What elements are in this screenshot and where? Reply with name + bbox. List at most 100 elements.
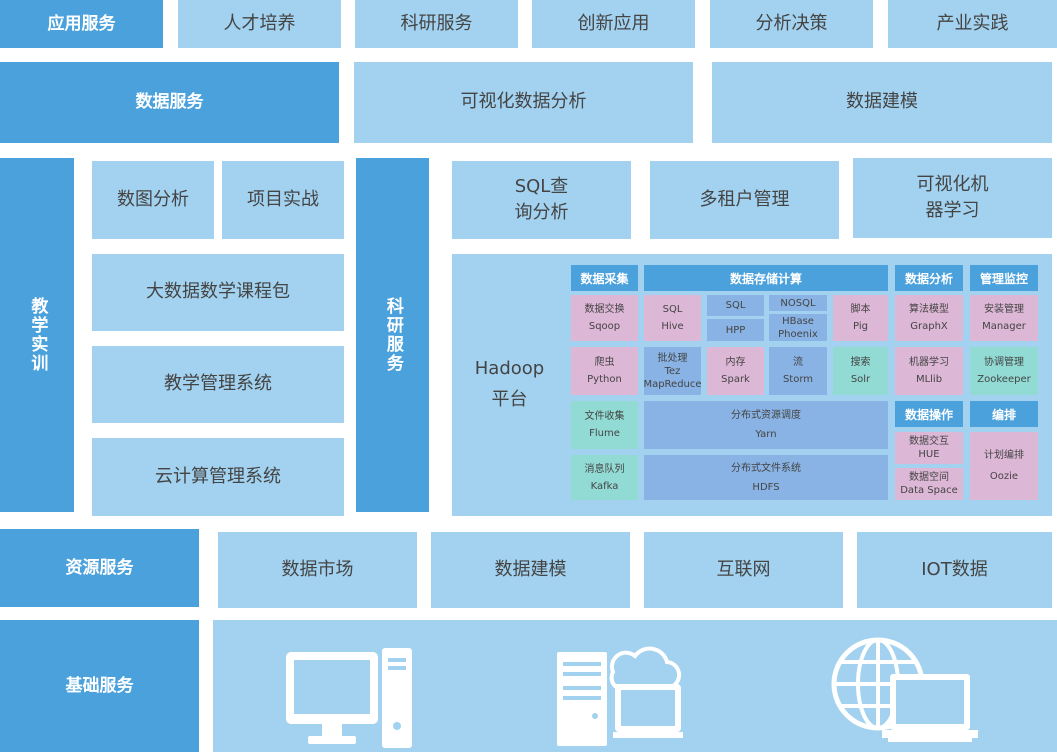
cell-python-en: Python bbox=[587, 374, 622, 385]
app-item-industry[interactable]: 产业实践 bbox=[888, 0, 1057, 48]
cell-yarn[interactable]: 分布式资源调度 Yarn bbox=[644, 401, 888, 449]
cell-hdfs-en: HDFS bbox=[752, 481, 780, 493]
cell-flume-cn: 文件收集 bbox=[584, 411, 625, 422]
data-item-visual-analysis[interactable]: 可视化数据分析 bbox=[354, 62, 693, 143]
research-item-ml[interactable]: 可视化机 器学习 bbox=[853, 158, 1052, 238]
cell-hue-cn: 数据交互 bbox=[909, 436, 949, 447]
cell-nosql-label: NOSQL bbox=[780, 297, 816, 309]
cell-dataspace-cn: 数据空间 bbox=[909, 472, 949, 483]
cell-kafka-en: Kafka bbox=[590, 480, 619, 492]
cell-oozie-en: Oozie bbox=[989, 471, 1019, 482]
header-monitor: 管理监控 bbox=[970, 265, 1038, 291]
teaching-item-management[interactable]: 教学管理系统 bbox=[92, 346, 344, 423]
resource-service-label: 资源服务 bbox=[0, 529, 199, 607]
cell-mllib-cn: 机器学习 bbox=[909, 357, 949, 368]
app-item-talent[interactable]: 人才培养 bbox=[178, 0, 341, 48]
cell-oozie[interactable]: 计划编排 Oozie bbox=[970, 432, 1038, 500]
data-item-modeling[interactable]: 数据建模 bbox=[712, 62, 1052, 143]
cell-manager[interactable]: 安装管理 Manager bbox=[970, 295, 1038, 341]
cell-yarn-cn: 分布式资源调度 bbox=[731, 410, 801, 421]
header-storage: 数据存储计算 bbox=[644, 265, 888, 291]
cell-graphx-en: GraphX bbox=[910, 321, 948, 332]
cell-manager-cn: 安装管理 bbox=[984, 304, 1024, 315]
resource-item-internet[interactable]: 互联网 bbox=[644, 532, 843, 608]
teaching-label: 教学实训 bbox=[0, 158, 74, 512]
cell-kafka-cn: 消息队列 bbox=[584, 463, 625, 475]
app-item-decision[interactable]: 分析决策 bbox=[710, 0, 873, 48]
app-item-research[interactable]: 科研服务 bbox=[355, 0, 518, 48]
cell-tez-en: Tez bbox=[664, 365, 681, 377]
cell-mllib-en: MLlib bbox=[915, 374, 943, 385]
server-cloud-laptop-icon bbox=[557, 646, 683, 746]
research-item-sql[interactable]: SQL查 询分析 bbox=[452, 161, 631, 239]
teaching-item-cloud[interactable]: 云计算管理系统 bbox=[92, 438, 344, 516]
cell-sqoop-en: Sqoop bbox=[588, 321, 621, 332]
header-orchestration: 编排 bbox=[970, 401, 1038, 427]
cell-hive[interactable]: SQL Hive bbox=[644, 295, 701, 341]
cell-nosql-top[interactable]: NOSQL bbox=[769, 295, 827, 311]
cell-hbase-en: HBase bbox=[782, 315, 814, 327]
cell-solr-en: Solr bbox=[850, 374, 871, 385]
teaching-item-course-pack[interactable]: 大数据数学课程包 bbox=[92, 254, 344, 331]
resource-item-iot[interactable]: IOT数据 bbox=[857, 532, 1052, 608]
cell-pig[interactable]: 脚本 Pig bbox=[833, 295, 888, 341]
cell-phoenix-en: Phoenix bbox=[778, 328, 818, 340]
header-analysis: 数据分析 bbox=[895, 265, 963, 291]
hadoop-title: Hadoop 平台 bbox=[474, 358, 545, 410]
cell-sqoop[interactable]: 数据交换 Sqoop bbox=[571, 295, 638, 341]
cell-kafka[interactable]: 消息队列 Kafka bbox=[571, 455, 638, 500]
cell-python[interactable]: 爬虫 Python bbox=[571, 347, 638, 395]
cell-storm-en: Storm bbox=[782, 374, 814, 385]
cell-sql-hpp-top[interactable]: SQL bbox=[707, 295, 764, 316]
cell-pig-en: Pig bbox=[853, 321, 868, 332]
cell-flume-en: Flume bbox=[589, 428, 620, 439]
cell-mapreduce-cn: 批处理 bbox=[657, 352, 688, 364]
cell-zookeeper-cn: 协调管理 bbox=[984, 357, 1024, 368]
cell-zookeeper[interactable]: 协调管理 Zookeeper bbox=[970, 347, 1038, 395]
cell-pig-cn: 脚本 bbox=[850, 304, 871, 315]
cell-hpp-cn: SQL bbox=[725, 300, 746, 311]
cell-hue[interactable]: 数据交互 HUE bbox=[895, 432, 963, 464]
cell-zookeeper-en: Zookeeper bbox=[977, 374, 1031, 385]
globe-laptop-icon bbox=[831, 637, 978, 742]
resource-item-market[interactable]: 数据市场 bbox=[218, 532, 417, 608]
research-item-multitenant[interactable]: 多租户管理 bbox=[650, 161, 839, 239]
cell-hive-cn: SQL bbox=[662, 304, 683, 315]
resource-item-modeling[interactable]: 数据建模 bbox=[431, 532, 630, 608]
cell-manager-en: Manager bbox=[982, 321, 1026, 332]
cell-hive-en: Hive bbox=[661, 321, 684, 332]
cell-storm[interactable]: 流 Storm bbox=[769, 347, 827, 395]
cell-hdfs[interactable]: 分布式文件系统 HDFS bbox=[644, 455, 888, 500]
infra-service-label: 基础服务 bbox=[0, 620, 199, 752]
cell-dataspace[interactable]: 数据空间 Data Space bbox=[895, 468, 963, 500]
header-operation: 数据操作 bbox=[895, 401, 963, 427]
cell-flume[interactable]: 文件收集 Flume bbox=[571, 401, 638, 449]
cell-hue-en: HUE bbox=[918, 449, 940, 460]
data-service-label: 数据服务 bbox=[0, 62, 339, 143]
header-collect: 数据采集 bbox=[571, 265, 638, 291]
cell-dataspace-en: Data Space bbox=[900, 485, 958, 496]
teaching-item-graph-analysis[interactable]: 数图分析 bbox=[92, 161, 214, 239]
cell-yarn-en: Yarn bbox=[755, 429, 777, 440]
app-service-label: 应用服务 bbox=[0, 0, 163, 48]
cell-sqoop-cn: 数据交换 bbox=[584, 304, 625, 315]
research-label: 科研服务 bbox=[356, 158, 429, 512]
cell-hpp-en: HPP bbox=[725, 324, 746, 336]
desktop-computer-icon bbox=[286, 648, 412, 748]
cell-oozie-cn: 计划编排 bbox=[984, 450, 1024, 461]
teaching-item-project[interactable]: 项目实战 bbox=[222, 161, 344, 239]
app-item-innovation[interactable]: 创新应用 bbox=[532, 0, 695, 48]
cell-mapreduce-en: MapReduce bbox=[643, 378, 702, 390]
hadoop-platform: Hadoop 平台 数据采集 数据存储计算 数据分析 管理监控 数据交换 Sqoo… bbox=[452, 254, 1052, 516]
cell-spark-en: Spark bbox=[721, 374, 750, 385]
cell-mllib[interactable]: 机器学习 MLlib bbox=[895, 347, 963, 395]
cell-python-cn: 爬虫 bbox=[594, 357, 615, 368]
cell-storm-cn: 流 bbox=[793, 357, 803, 368]
cell-hdfs-cn: 分布式文件系统 bbox=[731, 462, 801, 474]
cell-hpp[interactable]: HPP bbox=[707, 319, 764, 341]
